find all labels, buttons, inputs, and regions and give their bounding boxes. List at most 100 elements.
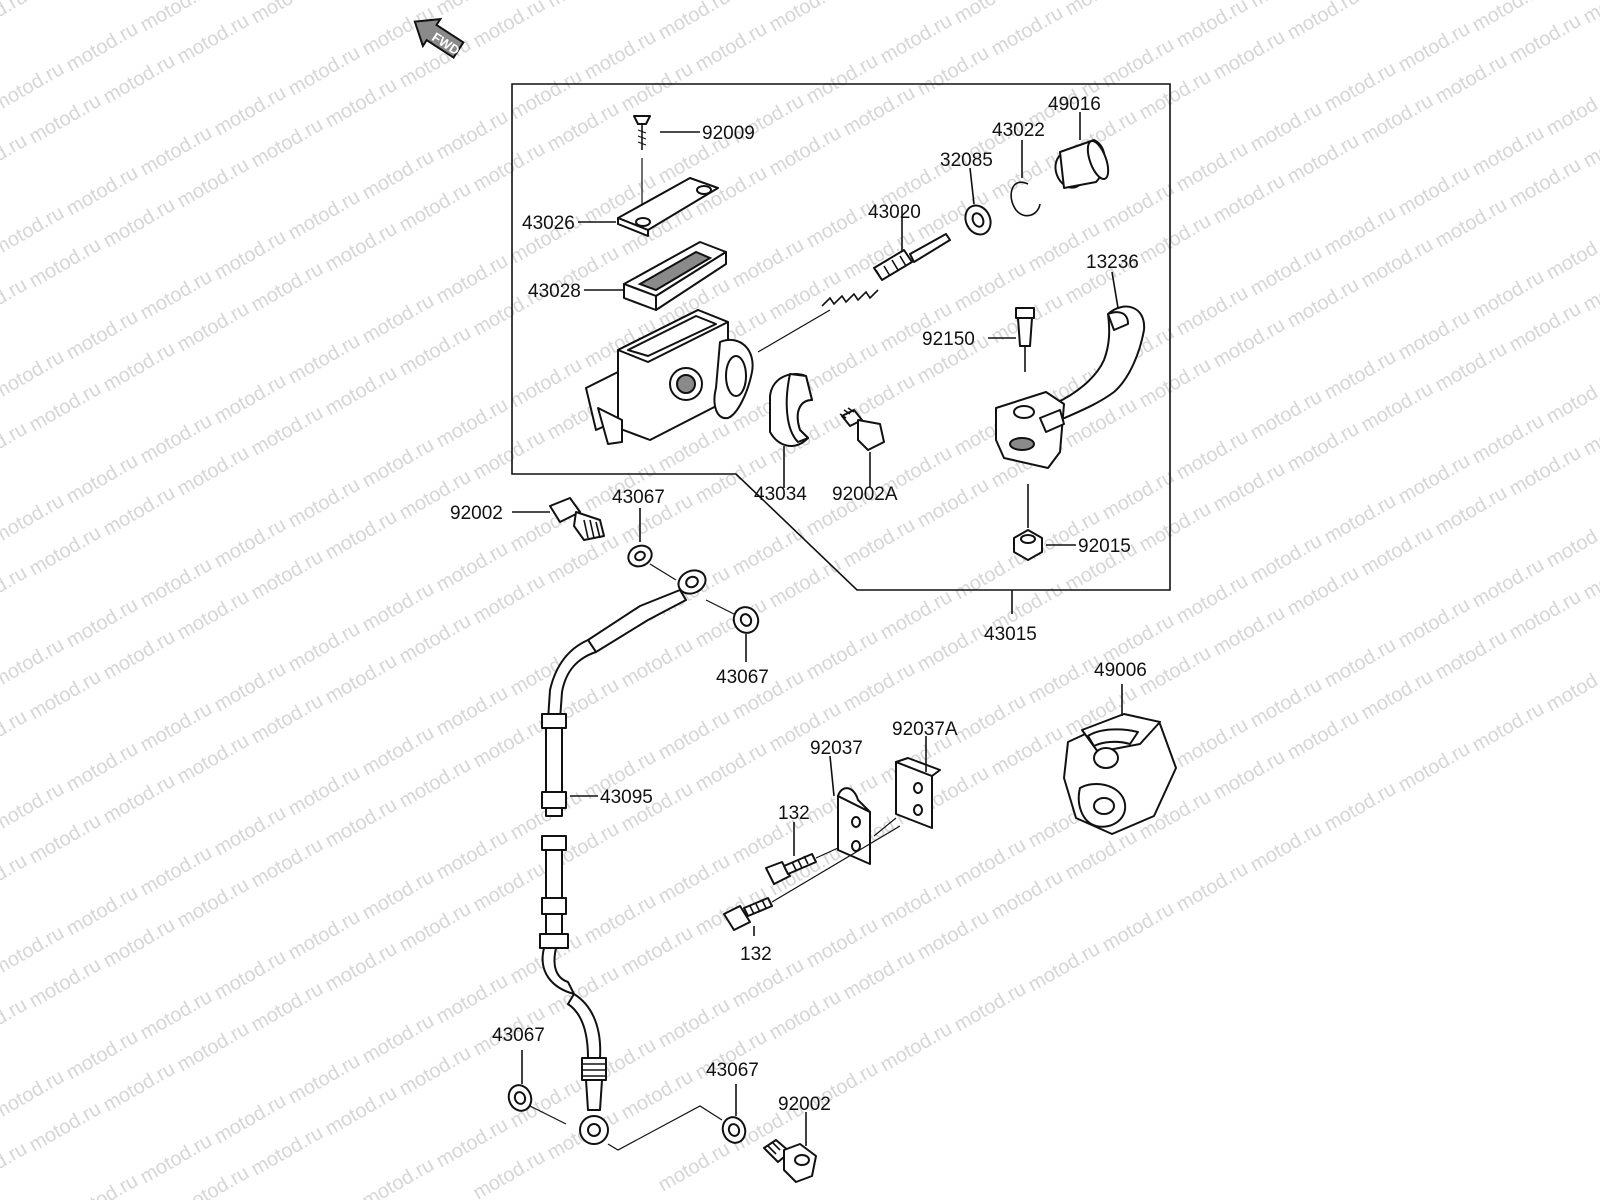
label-43067-a: 43067	[612, 487, 665, 508]
watermark-text: motod.ru	[26, 954, 105, 1013]
watermark-text: motod.ru	[470, 426, 549, 485]
watermark-text: motod.ru	[26, 234, 105, 293]
watermark-text: motod.ru	[1173, 858, 1252, 917]
watermark-text: motod.ru	[655, 1138, 734, 1197]
watermark-text: motod.ru	[988, 722, 1067, 781]
watermark-text: motod.ru	[1506, 586, 1585, 645]
watermark-text: motod.ru	[1506, 10, 1585, 69]
lever-13236	[1053, 271, 1146, 421]
brake-hose-43095	[539, 569, 707, 1145]
watermark-text: motod.ru	[1247, 386, 1326, 445]
watermark-text: motod.ru	[470, 1146, 549, 1200]
watermark-text: motod.ru	[1469, 122, 1548, 181]
watermark-text: motod.ru	[285, 906, 364, 965]
watermark-text: motod.ru	[26, 90, 105, 149]
watermark-text: motod.ru	[1247, 530, 1326, 589]
watermark-text: motod.ru	[1136, 498, 1215, 557]
watermark-text: motod.ru	[322, 1082, 401, 1141]
label-92002A: 92002A	[832, 484, 898, 505]
watermark-text: motod.ru	[322, 506, 401, 565]
watermark-text: motod.ru	[285, 474, 364, 533]
watermark-text: motod.ru	[0, 1138, 31, 1197]
watermark-text: motod.ru	[1062, 0, 1141, 20]
watermark-text: motod.ru	[359, 146, 438, 205]
watermark-text: motod.ru	[840, 946, 919, 1005]
label-92002-bottom: 92002	[778, 1094, 831, 1115]
master-cylinder-body	[585, 309, 831, 445]
watermark-text: motod.ru	[433, 1114, 512, 1173]
watermark-text: motod.ru	[396, 610, 475, 669]
watermark-text: motod.ru	[26, 666, 105, 725]
label-92037: 92037	[810, 738, 863, 759]
watermark-text: motod.ru	[1247, 818, 1326, 877]
watermark-text: motod.ru	[1210, 746, 1289, 805]
watermark-text: motod.ru	[1173, 426, 1252, 485]
watermark-text: motod.ru	[1136, 210, 1215, 269]
watermark-text: motod.ru	[840, 658, 919, 717]
watermark-text: motod.ru	[137, 842, 216, 901]
watermark-text: motod.ru	[285, 1050, 364, 1109]
watermark-text: motod.ru	[1395, 18, 1474, 77]
watermark-text: motod.ru	[63, 450, 142, 509]
watermark-text: motod.ru	[507, 66, 586, 125]
watermark-text: motod.ru	[1321, 778, 1400, 837]
watermark-text: motod.ru	[285, 330, 364, 389]
watermark-text: motod.ru	[322, 74, 401, 133]
circlip-43022	[1010, 140, 1041, 217]
watermark-text: motod.ru	[1173, 0, 1252, 52]
label-43034: 43034	[754, 484, 807, 505]
watermark-text: motod.ru	[1321, 346, 1400, 405]
piston-kit-43020	[821, 208, 951, 307]
watermark-text: motod.ru	[470, 858, 549, 917]
watermark-text: motod.ru	[63, 1170, 142, 1200]
watermark-text: motod.ru	[914, 906, 993, 965]
watermark-text: motod.ru	[359, 290, 438, 349]
label-43028: 43028	[528, 281, 581, 302]
watermark-text: motod.ru	[766, 266, 845, 325]
watermark-text: motod.ru	[63, 882, 142, 941]
watermark-text: motod.ru	[1321, 202, 1400, 261]
watermark-text: motod.ru	[100, 482, 179, 541]
watermark-text: motod.ru	[1284, 418, 1363, 477]
watermark-text: motod.ru	[211, 82, 290, 141]
watermark-text: motod.ru	[1395, 738, 1474, 797]
watermark-text: motod.ru	[0, 490, 68, 549]
watermark-text: motod.ru	[951, 978, 1030, 1037]
watermark-text: motod.ru	[1210, 314, 1289, 373]
label-43022: 43022	[992, 120, 1045, 141]
watermark-text: motod.ru	[211, 1090, 290, 1149]
watermark-text: motod.ru	[581, 890, 660, 949]
reservoir-cap-43026	[578, 177, 719, 237]
watermark-text: motod.ru	[433, 106, 512, 165]
watermark-text: motod.ru	[1395, 450, 1474, 509]
watermark-text: motod.ru	[1062, 826, 1141, 885]
watermark-text: motod.ru	[1358, 666, 1437, 725]
watermark-text: motod.ru	[248, 258, 327, 317]
guard-49006	[1063, 684, 1177, 835]
label-92015: 92015	[1078, 536, 1131, 557]
watermark-text: motod.ru	[1580, 0, 1600, 28]
watermark-text: motod.ru	[0, 346, 68, 405]
watermark-text: motod.ru	[1395, 306, 1474, 365]
watermark-text: motod.ru	[137, 698, 216, 757]
watermark-text: motod.ru	[655, 706, 734, 765]
watermark-text: motod.ru	[433, 682, 512, 741]
watermark-text: motod.ru	[248, 114, 327, 173]
watermark-text: motod.ru	[1543, 514, 1600, 573]
watermark-text: motod.ru	[1173, 282, 1252, 341]
label-13236: 13236	[1086, 252, 1139, 273]
label-92037A: 92037A	[892, 719, 958, 740]
watermark-text: motod.ru	[396, 898, 475, 957]
label-92009: 92009	[702, 123, 755, 144]
watermark-text: motod.ru	[1469, 554, 1548, 613]
watermark-text: motod.ru	[914, 42, 993, 101]
label-49006: 49006	[1094, 660, 1147, 681]
watermark-text: motod.ru	[877, 10, 956, 69]
watermark-text: motod.ru	[470, 0, 549, 52]
watermark-text: motod.ru	[1173, 570, 1252, 629]
watermark-text: motod.ru	[1284, 706, 1363, 765]
watermark-text: motod.ru	[470, 714, 549, 773]
watermark-text: motod.ru	[1506, 298, 1585, 357]
banjo-bolt-92002-bottom	[763, 1112, 817, 1183]
watermark-text: motod.ru	[100, 626, 179, 685]
